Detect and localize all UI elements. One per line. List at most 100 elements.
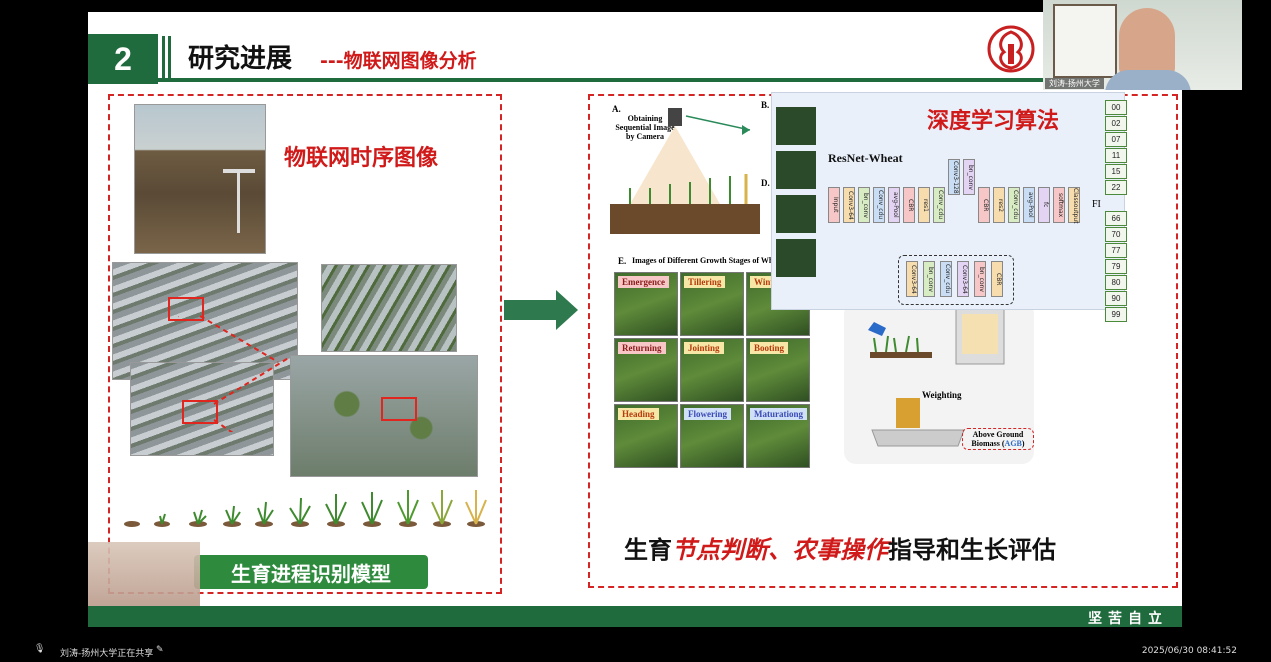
agb-label: Above Ground Biomass (AGB): [962, 428, 1034, 450]
growth-code: 79: [1105, 259, 1127, 274]
network-block: Conv3-64: [843, 187, 855, 223]
flooded-field-photo-1: [112, 262, 298, 380]
network-block: res1: [918, 187, 930, 223]
meeting-datetime: 2025/06/30 08:41:52: [1141, 646, 1237, 656]
zoom-region-1: [168, 297, 204, 321]
university-motto: 坚苦自立: [1088, 611, 1168, 627]
algorithm-title: 深度学习算法: [927, 109, 1060, 134]
agb-line-2-prefix: Biomass (: [971, 439, 1005, 448]
network-block: bn_conv: [963, 159, 975, 195]
presenter-body: [1105, 70, 1191, 90]
caption-part-2: 节点判断、农事操作: [672, 535, 888, 564]
network-block: Conv_cdu: [933, 187, 945, 223]
network-block: avg-Pool: [888, 187, 900, 223]
screen-share-status: 刘涛-扬州大学正在共享: [60, 649, 154, 659]
growth-code: 11: [1105, 148, 1127, 163]
campus-building-image: [88, 542, 200, 610]
subblock-layer: CBR: [991, 261, 1003, 297]
growth-code: 77: [1105, 243, 1127, 258]
application-caption: 生育节点判断、农事操作指导和生长评估: [624, 530, 1056, 565]
growth-code: 00: [1105, 100, 1127, 115]
section-number: 2: [88, 34, 158, 84]
subblock-layer: Conv3-64: [906, 261, 918, 297]
network-block: CBR: [978, 187, 990, 223]
growth-code: 90: [1105, 291, 1127, 306]
network-block: avg-Pool: [1023, 187, 1035, 223]
flow-arrow: [504, 290, 578, 330]
stage-label: Wint: [750, 276, 778, 288]
agb-line-2: Biomass (AGB): [964, 439, 1032, 448]
growth-code: 02: [1105, 116, 1127, 131]
step-e-label: E.: [618, 256, 627, 266]
residual-subblock: [898, 255, 1014, 305]
stage-jointing-image: Jointing: [680, 338, 744, 402]
section-subtitle: ---物联网图像分析: [320, 50, 477, 72]
flooded-field-photo-2: [321, 264, 457, 352]
growth-code: 22: [1105, 180, 1127, 195]
stage-returning-image: Returning: [614, 338, 678, 402]
camera-pole: [223, 169, 255, 233]
zoom-guide-lines: [178, 315, 291, 432]
biomass-illustration: Weighting Above Ground Biomass (AGB): [844, 302, 1034, 464]
growth-model-label: 生育进程识别模型: [194, 555, 428, 589]
stage-booting-image: Booting: [746, 338, 810, 402]
university-logo: [987, 25, 1035, 73]
agb-line-1: Above Ground: [972, 430, 1024, 439]
stage-label: Jointing: [684, 342, 724, 354]
subblock-layer: bn_conv: [974, 261, 986, 297]
weighting-label: Weighting: [922, 390, 962, 400]
iot-images-panel: [108, 94, 502, 594]
agb-line-2-suffix: ): [1021, 439, 1025, 448]
network-block: res2: [993, 187, 1005, 223]
stage-heading-image: Heading: [614, 404, 678, 468]
network-block: fc: [1038, 187, 1050, 223]
header-divider: [162, 36, 174, 82]
image-stack: [776, 107, 816, 283]
edit-icon[interactable]: ✎: [156, 645, 164, 655]
stage-emergence-image: Emergence: [614, 272, 678, 336]
caption-part-3: 指导和生长评估: [888, 536, 1056, 564]
webcam-name-tag: 刘涛-扬州大学: [1045, 78, 1104, 89]
growth-code: 80: [1105, 275, 1127, 290]
agb-abbrev: AGB: [1004, 439, 1022, 448]
subblock-layer: bn_conv: [923, 261, 935, 297]
network-block: CBR: [903, 187, 915, 223]
stage-label: Maturationg: [750, 408, 807, 420]
zoom-region-3: [381, 397, 417, 421]
model-name: ResNet-Wheat: [828, 151, 903, 165]
network-block: Classoutput: [1068, 187, 1080, 224]
stage-label: Returning: [618, 342, 666, 354]
growth-code: 66: [1105, 211, 1127, 226]
stage-maturation-image: Maturationg: [746, 404, 810, 468]
presenter-webcam[interactable]: 刘涛-扬州大学: [1043, 0, 1242, 90]
meeting-taskbar: 🎙 刘涛-扬州大学正在共享 ✎ 2025/06/30 08:41:52: [0, 640, 1271, 662]
step-e-text: Images of Different Growth Stages of Whe…: [632, 256, 784, 265]
stage-label: Flowering: [684, 408, 731, 420]
seedling-closeup-photo: [290, 355, 478, 477]
stage-label: Emergence: [618, 276, 669, 288]
mic-icon[interactable]: 🎙: [34, 644, 46, 654]
stage-label: Heading: [618, 408, 659, 420]
network-block: bn_conv: [858, 187, 870, 223]
growth-code: 70: [1105, 227, 1127, 242]
header-rule: [88, 78, 1182, 82]
stage-label: Booting: [750, 342, 789, 354]
growth-code: 99: [1105, 307, 1127, 322]
network-block: Input: [828, 187, 840, 223]
zoom-region-2: [182, 400, 218, 424]
iot-images-title: 物联网时序图像: [284, 146, 439, 171]
webcam-window-bg: [1053, 4, 1117, 78]
presenter-avatar: [1119, 8, 1175, 78]
step-d-label: D.: [761, 178, 770, 188]
stage-label: Tillering: [684, 276, 726, 288]
growth-code: 15: [1105, 164, 1127, 179]
stage-tillering-image: Tillering: [680, 272, 744, 336]
network-block: Conv_cdu: [873, 187, 885, 223]
field-camera-photo: [134, 104, 266, 254]
presentation-slide: 2 研究进展 ---物联网图像分析 物联网时序图像: [88, 12, 1182, 627]
network-block: softmax: [1053, 187, 1065, 223]
footer-bar: [88, 606, 1182, 627]
stage-flowering-image: Flowering: [680, 404, 744, 468]
